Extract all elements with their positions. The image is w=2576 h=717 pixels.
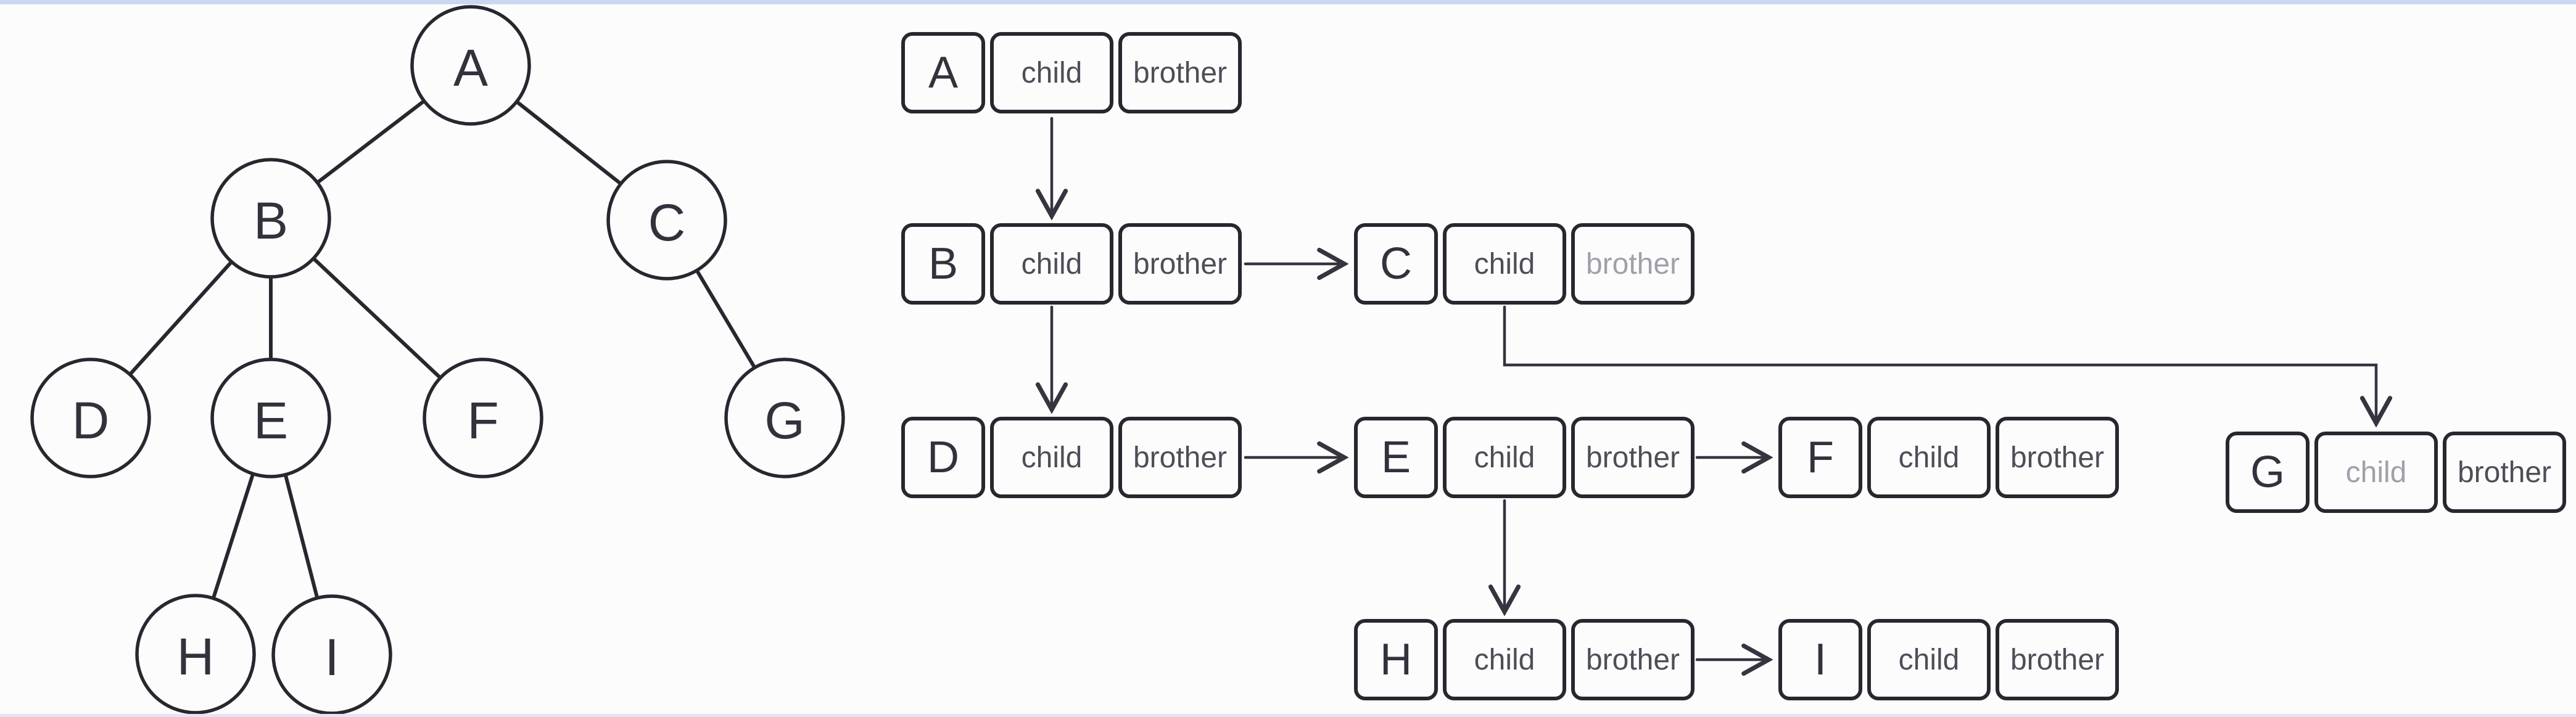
tree-node-label-I: I — [324, 628, 339, 686]
tree-node-circle-H — [135, 594, 256, 715]
record-B-brother-cell: brother — [1118, 223, 1242, 305]
record-A-child-cell: child — [990, 32, 1113, 113]
record-D-brother-cell: brother — [1118, 417, 1242, 498]
tree-node-circle-F — [423, 358, 543, 478]
record-F-brother-cell: brother — [1996, 417, 2119, 498]
record-E-brother-cell: brother — [1571, 417, 1695, 498]
record-I-child-cell: child — [1867, 619, 1991, 700]
tree-node-label-G: G — [764, 391, 804, 449]
tree-node-circle-B — [210, 158, 331, 279]
record-B-child-cell: child — [990, 223, 1113, 305]
tree-node-label-F: F — [467, 391, 498, 449]
tree-node-label-D: D — [72, 391, 110, 449]
record-I-brother-cell: brother — [1996, 619, 2119, 700]
top-border-band — [0, 0, 2576, 4]
record-H-child-cell: child — [1443, 619, 1566, 700]
record-D-child-cell: child — [990, 417, 1113, 498]
tree-node-label-E: E — [254, 391, 288, 449]
record-E-letter-cell: E — [1354, 417, 1438, 498]
record-C-child-cell: child — [1443, 223, 1566, 305]
record-G-child-cell: child — [2314, 432, 2438, 513]
tree-node-circle-G — [724, 358, 845, 478]
record-F-child-cell: child — [1867, 417, 1991, 498]
tree-node-circle-A — [410, 5, 531, 126]
tree-node-label-B: B — [254, 192, 288, 250]
record-F-letter-cell: F — [1778, 417, 1862, 498]
record-G-letter-cell: G — [2226, 432, 2310, 513]
tree-node-label-C: C — [648, 194, 686, 252]
record-B-letter-cell: B — [901, 223, 985, 305]
record-A-brother-cell: brother — [1118, 32, 1242, 113]
record-H-brother-cell: brother — [1571, 619, 1695, 700]
tree-node-label-A: A — [453, 39, 488, 97]
tree-nodes-group: A B C D E F G H I — [30, 5, 845, 715]
record-G-brother-cell: brother — [2443, 432, 2566, 513]
record-I-letter-cell: I — [1778, 619, 1862, 700]
tree-node-circle-D — [30, 358, 151, 478]
tree-node-circle-E — [210, 358, 331, 478]
tree-node-label-H: H — [177, 628, 215, 686]
tree-node-circle-C — [606, 160, 727, 281]
record-H-letter-cell: H — [1354, 619, 1438, 700]
record-C-brother-cell: brother — [1571, 223, 1695, 305]
bottom-border-band — [0, 714, 2576, 717]
record-C-letter-cell: C — [1354, 223, 1438, 305]
record-D-letter-cell: D — [901, 417, 985, 498]
pointer-links-group — [1052, 117, 2376, 660]
tree-node-circle-I — [271, 594, 392, 715]
record-E-child-cell: child — [1443, 417, 1566, 498]
tree-edges-group — [89, 64, 786, 657]
record-A-letter-cell: A — [901, 32, 985, 113]
link-C-child-to-G — [1503, 305, 2376, 422]
